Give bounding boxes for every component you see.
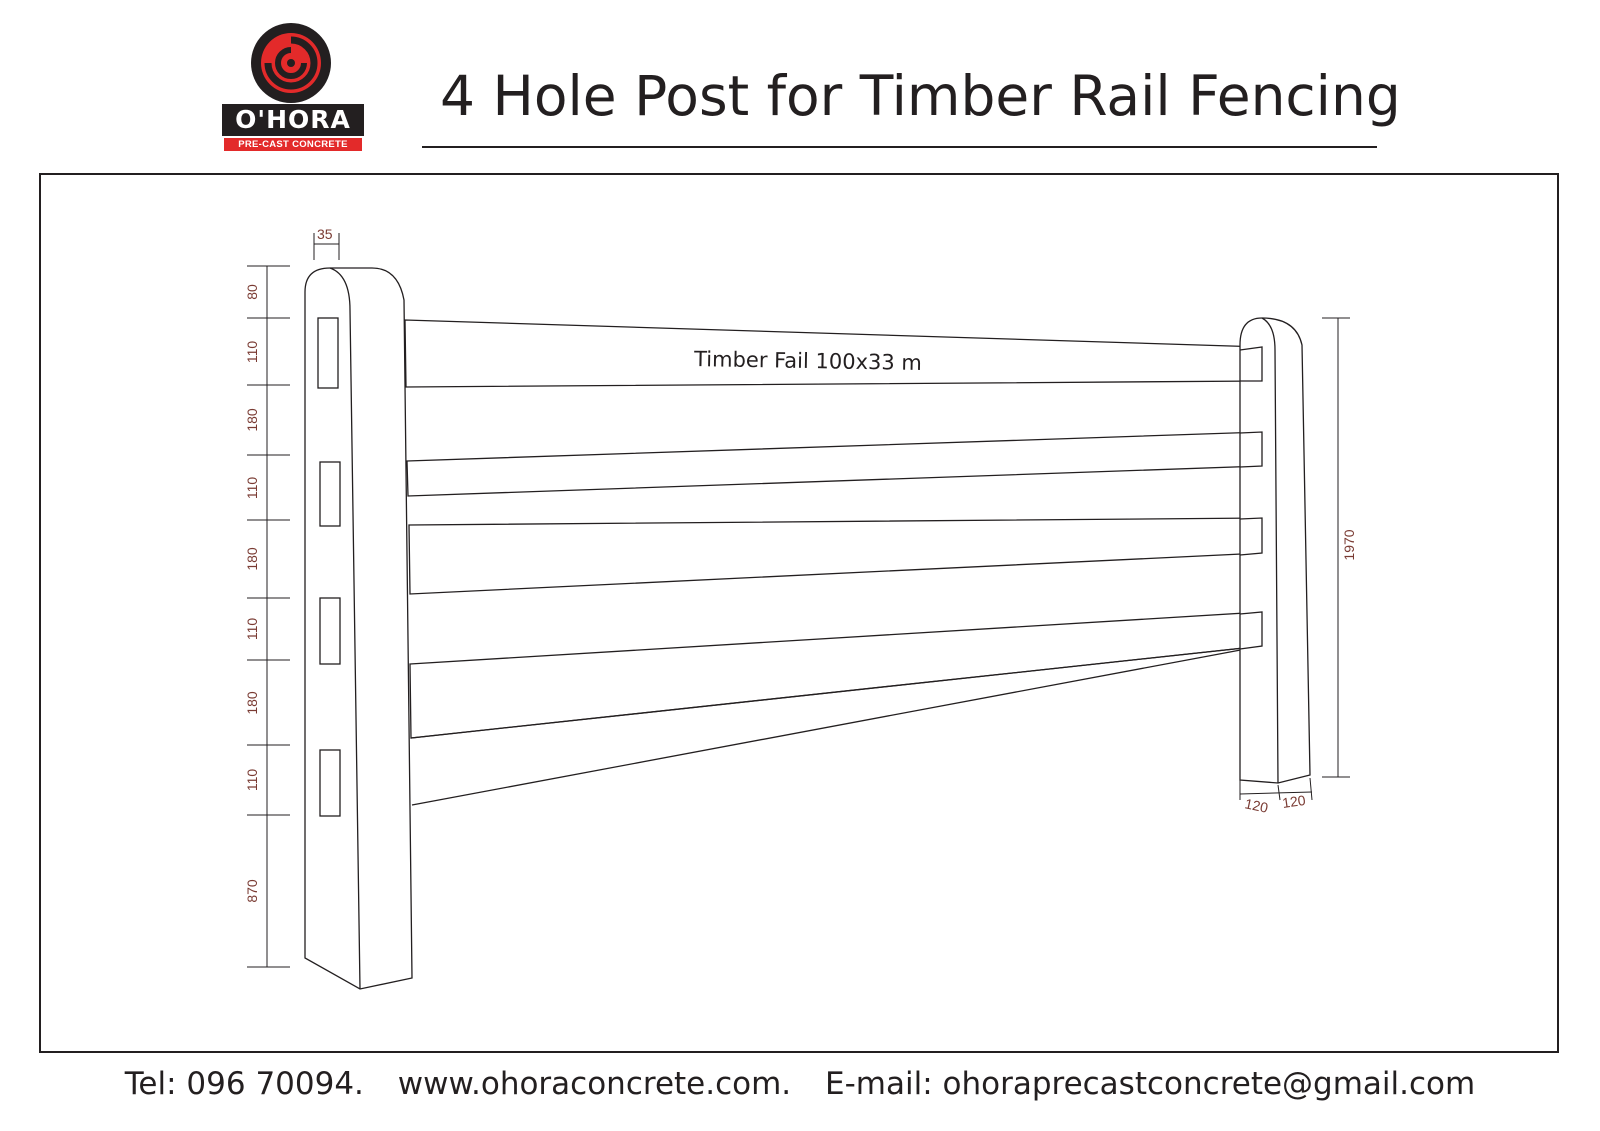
dim-left-2: 110 bbox=[244, 341, 260, 364]
dim-right-height: 1970 bbox=[1341, 529, 1357, 560]
company-logo: O'HORA PRE-CAST CONCRETE bbox=[222, 20, 364, 155]
rail-4 bbox=[409, 611, 1263, 739]
dim-left-4: 110 bbox=[244, 477, 260, 500]
post-hole-2 bbox=[319, 461, 341, 527]
logo-wordmark: O'HORA bbox=[222, 104, 364, 136]
dim-left-6: 110 bbox=[244, 618, 260, 641]
post-hole-4 bbox=[319, 749, 341, 817]
dim-left-5: 180 bbox=[244, 547, 260, 571]
left-dimension-lines bbox=[247, 233, 1350, 968]
logo-swirl-icon bbox=[251, 23, 331, 103]
contact-footer: Tel: 096 70094. www.ohoraconcrete.com. E… bbox=[0, 1066, 1600, 1102]
post-hole-1 bbox=[317, 317, 339, 389]
footer-email-link[interactable]: E-mail: ohoraprecastconcrete@gmail.com bbox=[825, 1066, 1476, 1102]
title-underline bbox=[422, 146, 1377, 148]
footer-telephone: Tel: 096 70094. bbox=[124, 1066, 364, 1102]
page-title: 4 Hole Post for Timber Rail Fencing bbox=[440, 64, 1401, 128]
dim-left-3: 180 bbox=[244, 408, 260, 432]
dim-left-1: 80 bbox=[244, 284, 260, 300]
dim-left-7: 180 bbox=[244, 691, 260, 715]
dim-left-8: 110 bbox=[244, 769, 260, 792]
dim-base-1: 120 bbox=[1243, 795, 1269, 816]
rail-2 bbox=[406, 431, 1263, 497]
dim-left-9: 870 bbox=[244, 879, 260, 903]
drawing-frame bbox=[39, 173, 1559, 1053]
left-post bbox=[304, 267, 413, 990]
rail-5 bbox=[410, 645, 1263, 806]
rail-3 bbox=[408, 517, 1263, 595]
dim-post-top: 35 bbox=[317, 226, 333, 242]
logo-tagline: PRE-CAST CONCRETE bbox=[224, 138, 362, 151]
footer-website-link[interactable]: www.ohoraconcrete.com. bbox=[397, 1066, 792, 1102]
right-post-edge bbox=[1261, 317, 1279, 784]
rail-label: Timber Fail 100x33 m bbox=[693, 347, 922, 375]
dim-base-2: 120 bbox=[1281, 792, 1307, 811]
post-hole-3 bbox=[319, 597, 341, 665]
left-post-edge bbox=[329, 267, 361, 990]
